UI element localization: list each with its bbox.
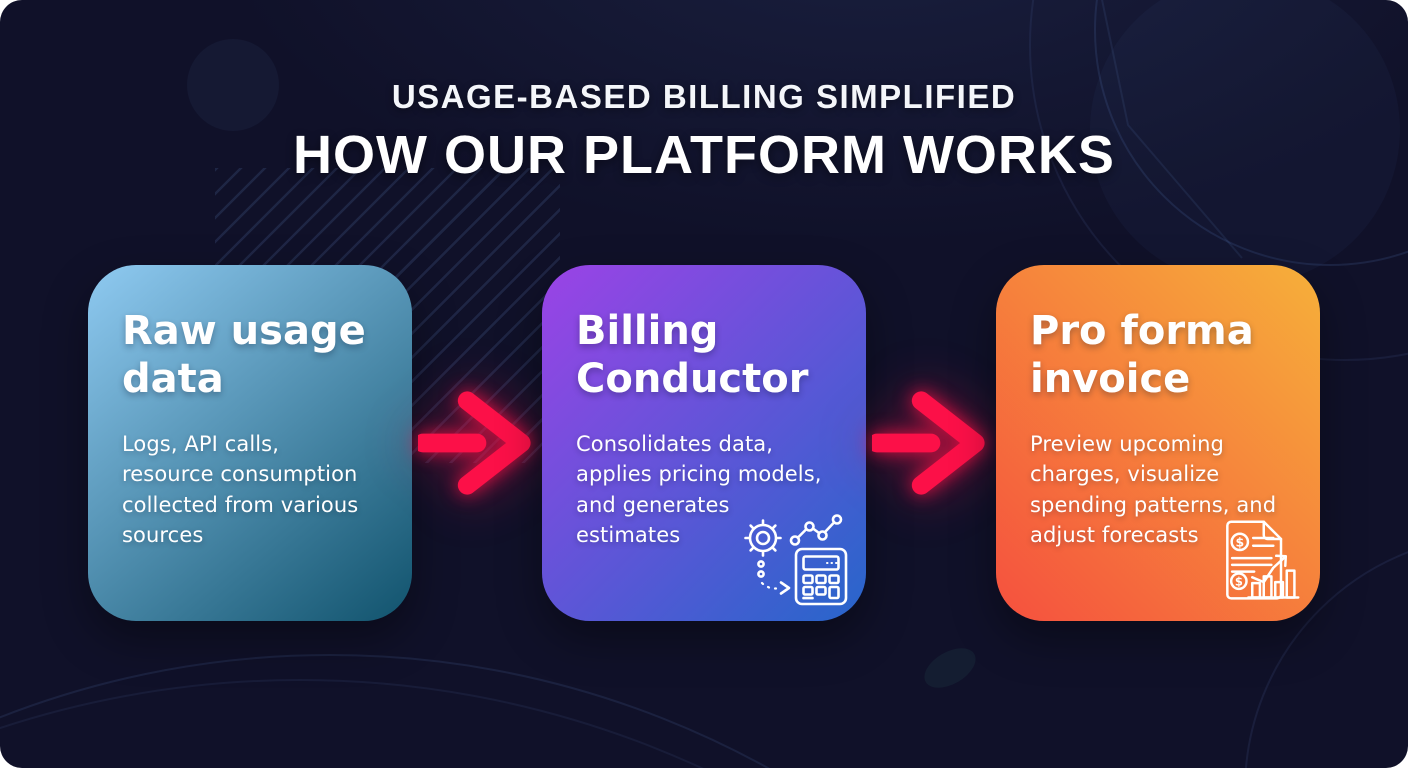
card-billing-conductor: Billing Conductor Consolidates data, app… <box>542 265 866 621</box>
header-eyebrow: USAGE-BASED BILLING SIMPLIFIED <box>391 78 1017 115</box>
page-header: USAGE-BASED BILLING SIMPLIFIED HOW OUR P… <box>0 78 1408 186</box>
card-description: Consolidates data, applies pricing model… <box>576 432 822 548</box>
svg-text:$: $ <box>1235 574 1243 588</box>
process-flow: Raw usage data Logs, API calls, resource… <box>88 265 1320 621</box>
card-title: Billing Conductor <box>576 308 809 402</box>
arrow-right-icon <box>872 391 985 495</box>
card-description: Preview upcoming charges, visualize spen… <box>1030 432 1277 548</box>
card-raw-usage-data: Raw usage data Logs, API calls, resource… <box>88 265 412 621</box>
arrow-right-icon <box>418 391 531 495</box>
card-description: Logs, API calls, resource consumption co… <box>122 432 359 548</box>
card-title: Pro forma invoice <box>1030 308 1254 402</box>
card-title: Raw usage data <box>122 308 366 402</box>
page-title: HOW OUR PLATFORM WORKS <box>293 125 1115 185</box>
card-pro-forma-invoice: Pro forma invoice Preview upcoming charg… <box>996 265 1320 621</box>
flow-connector <box>412 265 542 621</box>
flow-connector <box>866 265 996 621</box>
